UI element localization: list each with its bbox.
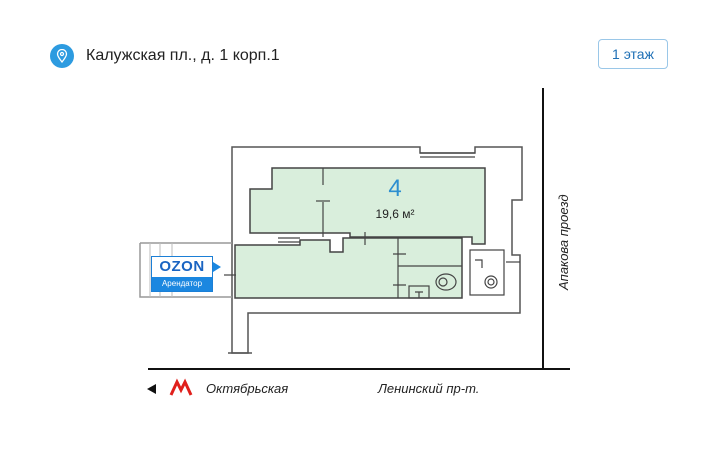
address-text: Калужская пл., д. 1 корп.1 <box>86 47 280 64</box>
street-lines <box>148 88 570 370</box>
lane-label: Апакова проезд <box>556 194 571 291</box>
tenant-logo: OZON <box>159 258 205 275</box>
floor-selector-button[interactable]: 1 этаж <box>598 39 668 69</box>
entrance-porch <box>139 242 232 298</box>
entrance-arrow-icon <box>213 262 221 272</box>
room-area: 19,6 м² <box>376 207 415 221</box>
metro-icon <box>169 378 193 396</box>
metro-station-label: Октябрьская <box>206 381 288 396</box>
room-lower <box>234 237 463 299</box>
address-header: Калужская пл., д. 1 корп.1 <box>50 44 280 68</box>
avenue-label: Ленинский пр-т. <box>377 381 479 396</box>
tenant-badge: OZON Арендатор <box>151 256 213 292</box>
room-upper <box>249 167 486 245</box>
location-pin-icon <box>50 44 74 68</box>
tenant-role: Арендатор <box>152 277 212 291</box>
direction-arrow-icon <box>147 384 156 394</box>
room-number: 4 <box>388 175 401 202</box>
